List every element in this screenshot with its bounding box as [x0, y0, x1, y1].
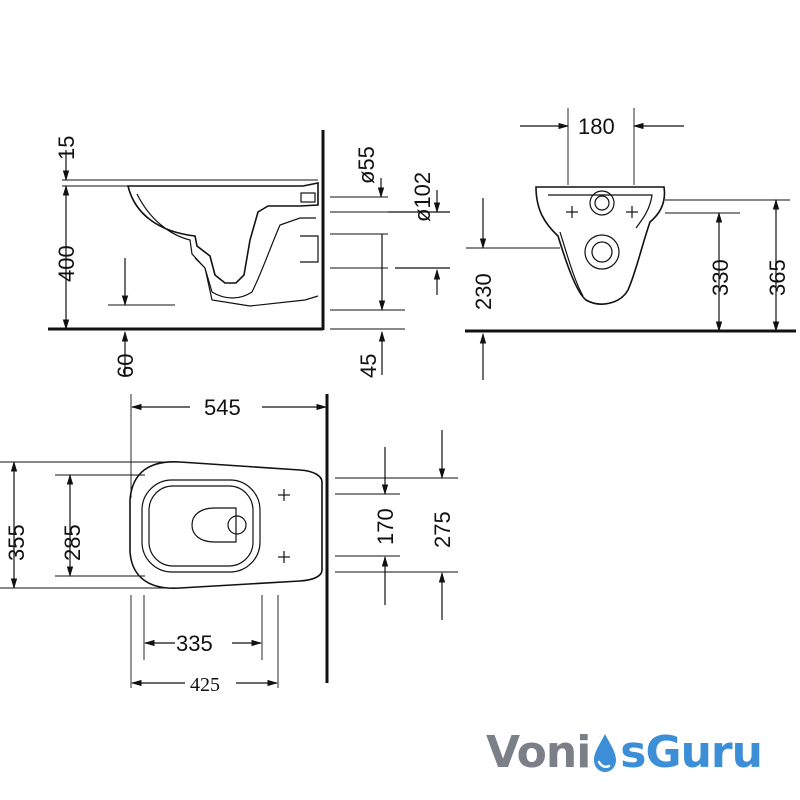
- dim-335-label: 335: [176, 631, 213, 656]
- side-bowl-inner: [136, 193, 316, 299]
- dim-o55-label: ø55: [354, 146, 379, 184]
- plan-seat-inner: [148, 485, 254, 567]
- plan-seat-opening: [141, 479, 261, 573]
- dim-60-label: 60: [113, 354, 138, 378]
- front-bowl-outline: [535, 186, 666, 305]
- front-inlet-hole-inner: [594, 195, 610, 211]
- plan-hinge-outline: [191, 507, 237, 543]
- front-inlet-hole-outer: [589, 190, 615, 216]
- front-outlet-hole-outer: [584, 234, 620, 270]
- plan-view: 545 355 285 170 275 335 425: [0, 394, 458, 696]
- dim-230-label: 230: [471, 273, 496, 310]
- front-bowl-inner: [548, 194, 653, 297]
- watermark-text-start: Voni: [486, 726, 591, 778]
- side-view: 15 400 60 ø55 ø102 45: [48, 130, 450, 378]
- watermark-text-end: sGuru: [620, 726, 763, 778]
- side-bowl-base: [194, 257, 319, 307]
- dim-o102-label: ø102: [410, 172, 435, 222]
- dim-15-label: 15: [54, 136, 79, 160]
- front-outlet-hole-inner: [591, 241, 613, 263]
- dim-275-label: 275: [430, 511, 455, 548]
- dim-365-label: 365: [765, 259, 790, 296]
- front-bolt-right: [626, 206, 638, 218]
- front-view: 180 230 330 365: [465, 108, 796, 380]
- dim-330-label: 330: [708, 259, 733, 296]
- dim-545-label: 545: [204, 395, 241, 420]
- side-inlet-small: [300, 192, 316, 203]
- side-outlet: [300, 235, 319, 263]
- dim-45-label: 45: [356, 354, 381, 378]
- front-bolt-left: [566, 206, 578, 218]
- plan-bolt-top: [278, 489, 290, 501]
- watermark-logo: Voni sGuru: [486, 722, 763, 782]
- dim-355-label: 355: [4, 524, 29, 561]
- dim-425-label: 425: [190, 674, 220, 696]
- plan-hinge-circle: [227, 515, 247, 535]
- dim-400-label: 400: [54, 245, 79, 282]
- side-bowl-outline: [126, 182, 319, 284]
- plan-bolt-bottom: [278, 551, 290, 563]
- water-drop-icon: [591, 730, 619, 774]
- dim-170-label: 170: [373, 508, 398, 545]
- dim-180-label: 180: [578, 114, 615, 139]
- dim-285-label: 285: [60, 524, 85, 561]
- plan-bowl-outline: [129, 461, 323, 589]
